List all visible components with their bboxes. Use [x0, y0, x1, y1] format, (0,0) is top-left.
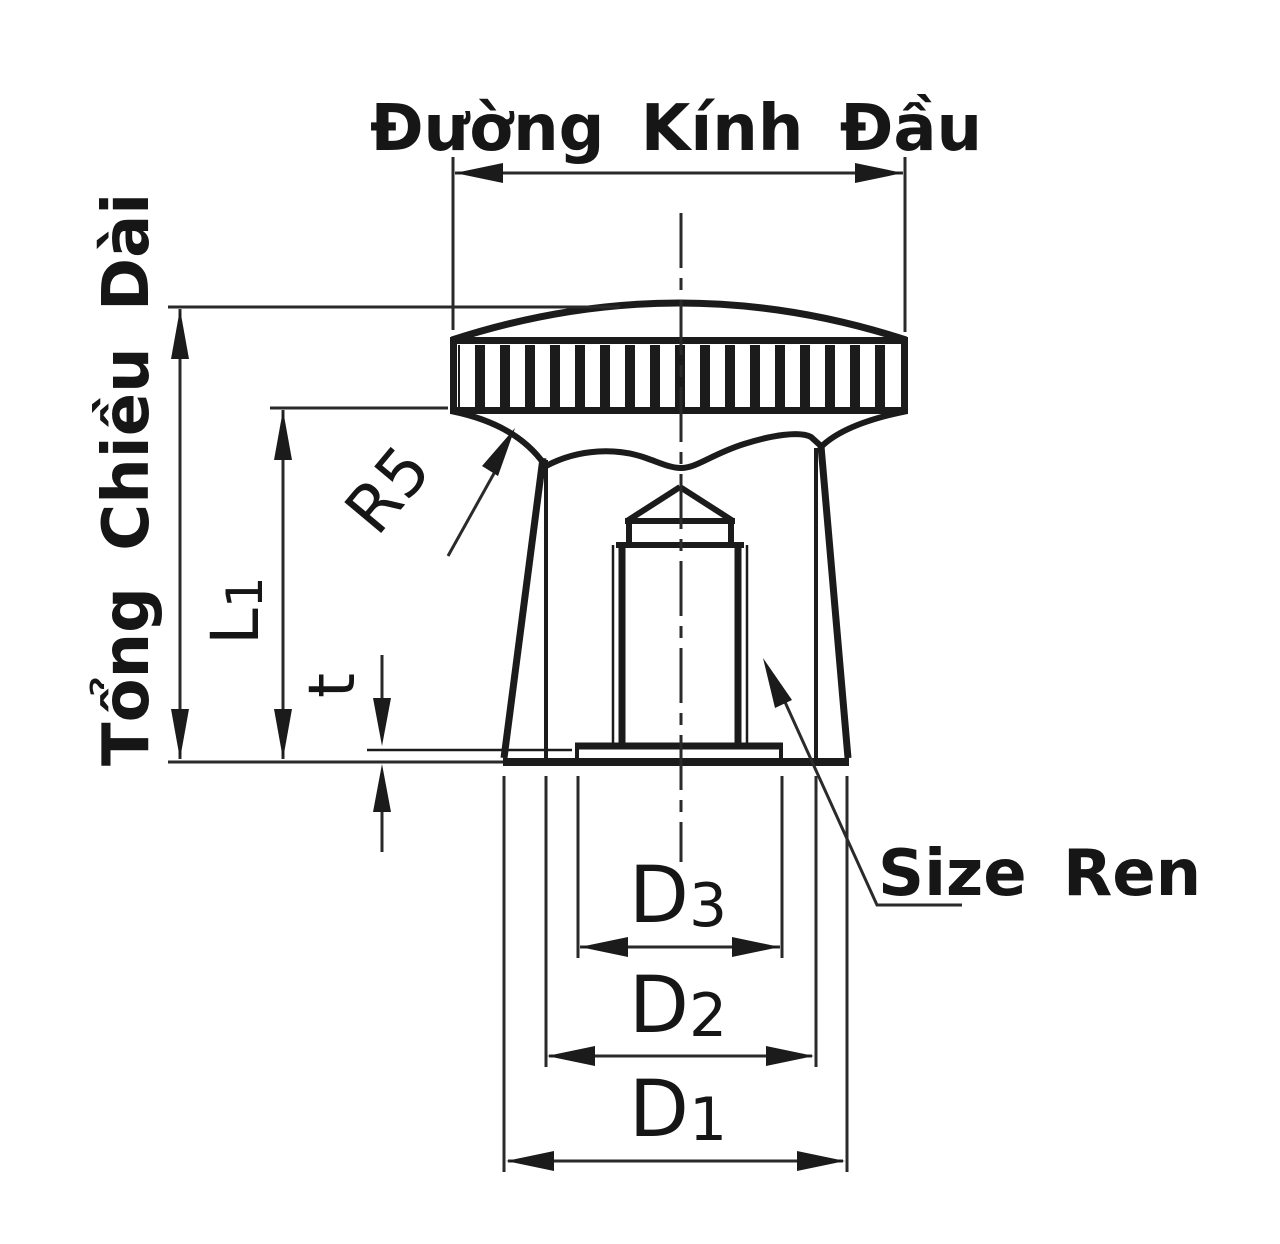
arrowhead-left [455, 163, 503, 183]
d2-label: D2 [629, 961, 727, 1051]
arrowhead-left [506, 1151, 554, 1171]
dim-d1 [502, 776, 849, 1172]
t-label: t [296, 673, 370, 698]
l1-label-main: L [197, 608, 274, 645]
head-dome-arc [450, 299, 908, 344]
body-surface-curve [544, 431, 824, 472]
d2-label-main: D [629, 961, 689, 1051]
stud-chamfer-sides [626, 521, 734, 543]
l1-label: L1 [197, 576, 274, 645]
dim-head-diameter [451, 157, 907, 332]
head-diameter-extension-lines [451, 157, 907, 332]
d3-label-main: D [629, 851, 689, 941]
size-ren-leader-line [783, 701, 962, 907]
d1-label-sub: 1 [689, 1085, 727, 1155]
arrowhead-left [547, 1046, 595, 1066]
knurl-stripes [458, 345, 900, 410]
arrowhead-up-right [482, 428, 515, 476]
arrowhead-up-left [763, 658, 792, 708]
leader-size-ren [763, 658, 962, 907]
r5-label: R5 [330, 431, 445, 548]
knurl-band [450, 337, 908, 414]
arrowhead-right [766, 1046, 814, 1066]
d2-extension-lines [544, 776, 818, 1067]
d3-label: D3 [629, 851, 727, 941]
d1-label-main: D [629, 1065, 689, 1155]
arrowhead-up [171, 309, 189, 359]
arrowhead-right [797, 1151, 845, 1171]
skirt-right-edge [817, 445, 852, 759]
total-length-label: Tổng Chiều Dài [89, 193, 164, 766]
right-neck-fillet [817, 408, 908, 451]
leader-r5 [446, 428, 515, 557]
left-neck-fillet [450, 408, 547, 466]
dim-d3 [576, 776, 784, 958]
head-diameter-label: Đường Kính Đầu [370, 92, 982, 166]
arrowhead-up [274, 410, 292, 460]
dim-d2 [544, 776, 818, 1067]
d2-label-sub: 2 [689, 981, 727, 1051]
arrowhead-down [171, 709, 189, 759]
d3-label-sub: 3 [689, 871, 727, 941]
arrowhead-right [855, 163, 903, 183]
r5-leader-line [446, 467, 499, 557]
l1-label-sub: 1 [216, 576, 274, 608]
d3-extension-lines [576, 776, 784, 958]
washer-sides [575, 746, 783, 758]
arrowhead-up [373, 764, 391, 812]
stud-thread-crest-lines [618, 545, 742, 746]
dim-l1 [270, 406, 448, 759]
dim-t [367, 655, 572, 852]
arrowhead-down [274, 709, 292, 759]
stud-thread-root-lines [611, 545, 749, 746]
arrowhead-left [580, 937, 628, 957]
dim-total-length [168, 305, 620, 764]
arrowhead-down [373, 698, 391, 746]
arrowhead-right [732, 937, 780, 957]
d1-extension-lines [502, 776, 849, 1172]
size-ren-label: Size Ren [878, 837, 1201, 911]
skirt-left-edge [500, 457, 547, 759]
knob-outline [450, 299, 908, 766]
d1-label: D1 [629, 1065, 727, 1155]
